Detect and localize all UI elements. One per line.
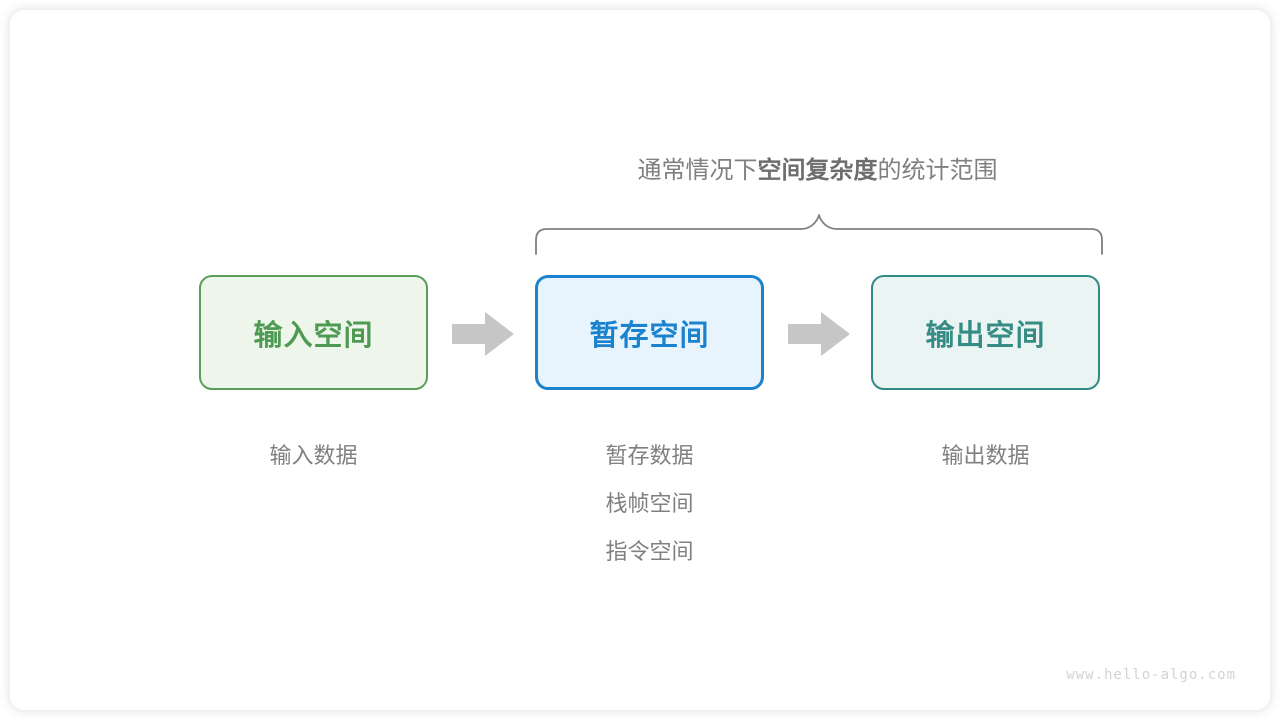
box-input-space[interactable]: 输入空间 [199,275,428,390]
diagram-card: 通常情况下空间复杂度的统计范围 输入空间 暂存空间 输出空间 输入数据 [10,10,1270,710]
watermark: www.hello-algo.com [1066,667,1236,683]
labels-output-space: 输出数据 [871,432,1100,480]
box-temp-space-label: 暂存空间 [589,319,710,352]
label-item: 输入数据 [269,443,358,468]
labels-temp-space: 暂存数据 栈帧空间 指令空间 [535,432,764,576]
label-item: 暂存数据 [605,443,694,468]
label-item: 输出数据 [941,443,1030,468]
scope-caption-emphasis: 空间复杂度 [757,157,878,184]
scope-caption-prefix: 通常情况下 [637,157,758,184]
right-arrow-icon [788,312,850,356]
box-output-space-label: 输出空间 [925,319,1046,352]
box-input-space-label: 输入空间 [253,319,374,352]
scope-caption: 通常情况下空间复杂度的统计范围 [535,154,1100,188]
right-arrow-icon [452,312,514,356]
labels-input-space: 输入数据 [199,432,428,480]
box-output-space[interactable]: 输出空间 [871,275,1100,390]
label-item: 指令空间 [605,539,694,564]
box-temp-space[interactable]: 暂存空间 [535,275,764,390]
curly-brace-icon [535,214,1103,255]
scope-caption-suffix: 的统计范围 [877,157,998,184]
label-item: 栈帧空间 [605,491,694,516]
